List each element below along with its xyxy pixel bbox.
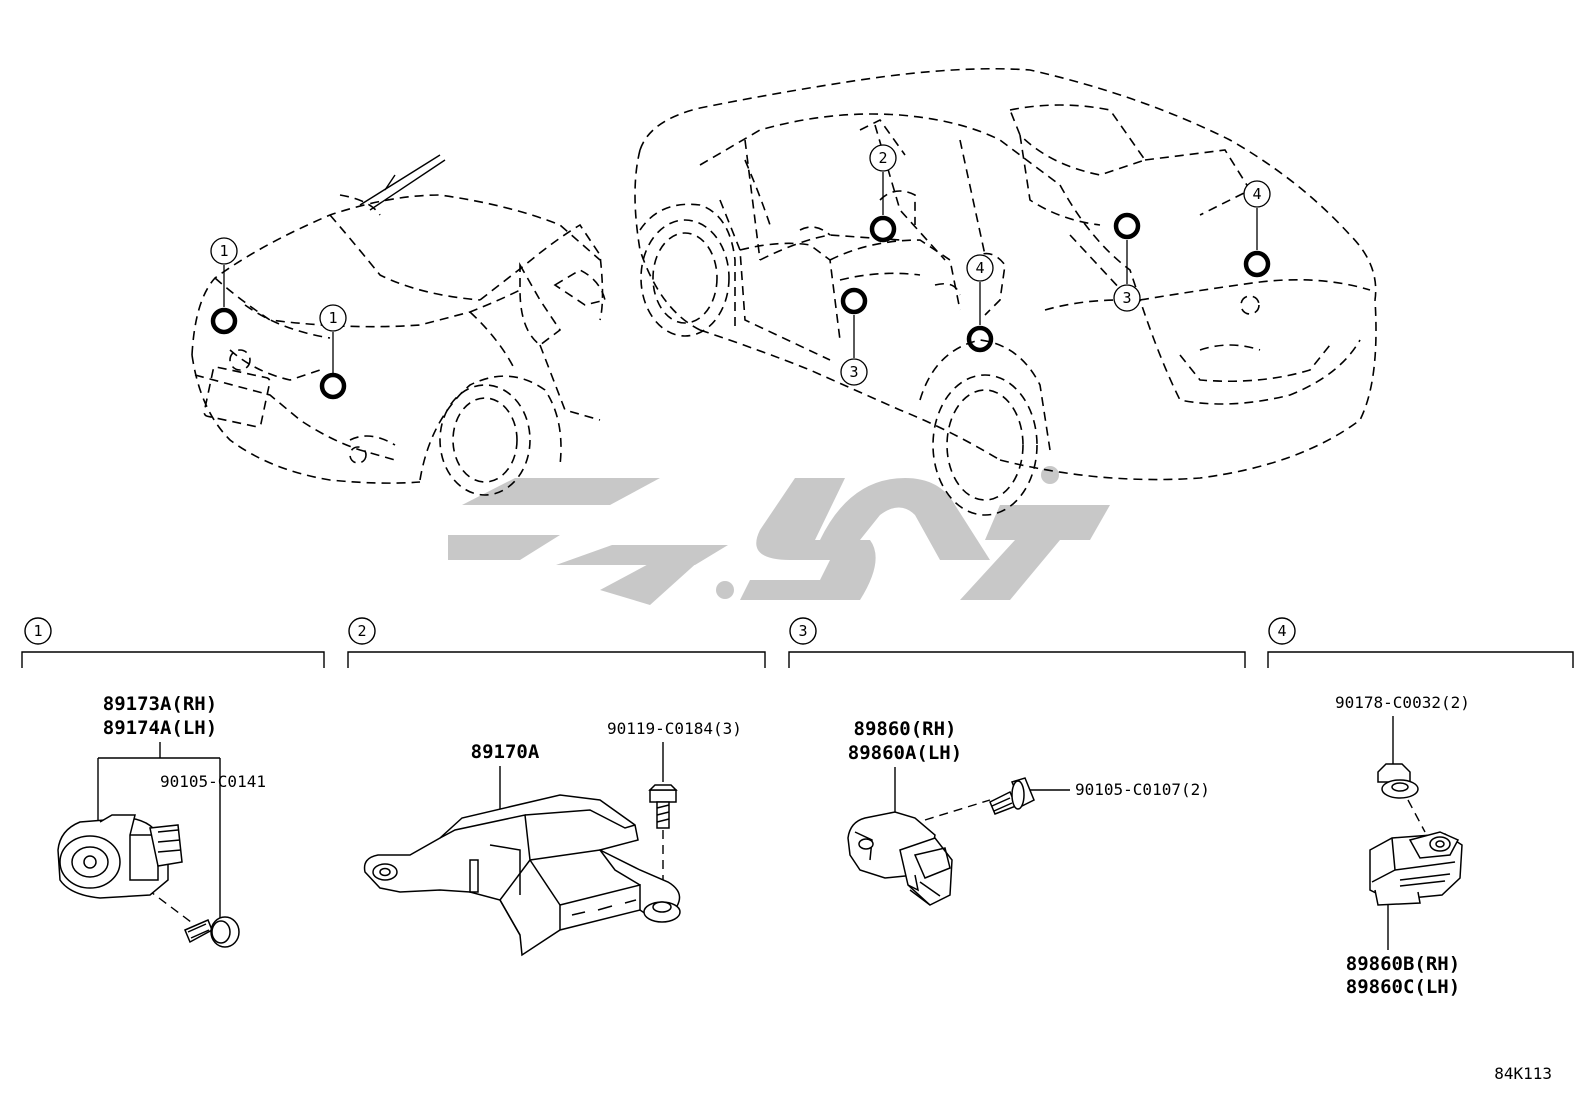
watermark-logo <box>448 466 1110 605</box>
fastener-90178-c0032: 90178-C0032(2) <box>1335 693 1470 712</box>
section-1-number: 1 <box>33 622 42 640</box>
front-impact-sensor-icon <box>57 814 183 899</box>
section-1: 89173A(RH) 89174A(LH) 90105-C0141 <box>57 693 266 948</box>
callout-1-front-center: 1 <box>328 309 337 327</box>
bolt-icon-3 <box>989 777 1035 815</box>
diagram-reference: 84K113 <box>1494 1064 1552 1083</box>
callout-2: 2 <box>878 149 887 167</box>
fastener-90105-c0141: 90105-C0141 <box>160 772 266 791</box>
section-4-leader-lines <box>1387 716 1426 950</box>
section-3-leader-lines <box>894 767 1070 821</box>
nut-icon <box>1377 763 1419 799</box>
bolt-icon <box>184 916 240 948</box>
part-number-89173a: 89173A(RH) <box>103 693 217 715</box>
airbag-control-module-icon <box>363 794 681 957</box>
callout-4-pillar: 4 <box>975 259 984 277</box>
part-number-89860: 89860(RH) <box>854 718 957 740</box>
section-brackets <box>21 617 1574 668</box>
bolt-icon-2 <box>648 784 678 829</box>
rear-impact-sensor-icon <box>1369 831 1463 906</box>
section-2: 89170A 90119-C0184(3) <box>363 719 742 957</box>
fastener-90105-c0107: 90105-C0107(2) <box>1075 780 1210 799</box>
callout-3-front-door: 3 <box>849 363 858 381</box>
part-number-89170a: 89170A <box>471 741 540 763</box>
vehicle-callout-labels: 1 1 2 3 3 4 4 <box>219 149 1261 381</box>
side-impact-sensor-icon <box>847 811 953 906</box>
front-vehicle-illustration <box>191 154 606 496</box>
part-number-89860a: 89860A(LH) <box>848 742 962 764</box>
callout-3-rear: 3 <box>1122 289 1131 307</box>
callout-1-front-left: 1 <box>219 242 228 260</box>
section-3: 89860(RH) 89860A(LH) 90105-C0107(2) <box>847 718 1210 906</box>
section-1-leader-lines <box>97 742 221 930</box>
part-number-89174a: 89174A(LH) <box>103 717 217 739</box>
rear-vehicle-illustration <box>634 67 1377 516</box>
section-2-number: 2 <box>357 622 366 640</box>
section-4-number: 4 <box>1277 622 1286 640</box>
part-number-89860c: 89860C(LH) <box>1346 976 1460 998</box>
section-4: 90178-C0032(2) 89860B(RH) 89860C(LH) <box>1335 693 1470 998</box>
section-2-leader-lines <box>499 742 664 900</box>
callout-4-rear: 4 <box>1252 185 1261 203</box>
part-number-89860b: 89860B(RH) <box>1346 953 1460 975</box>
section-3-number: 3 <box>798 622 807 640</box>
fastener-90119-c0184: 90119-C0184(3) <box>607 719 742 738</box>
vehicle-callouts <box>210 144 1271 400</box>
